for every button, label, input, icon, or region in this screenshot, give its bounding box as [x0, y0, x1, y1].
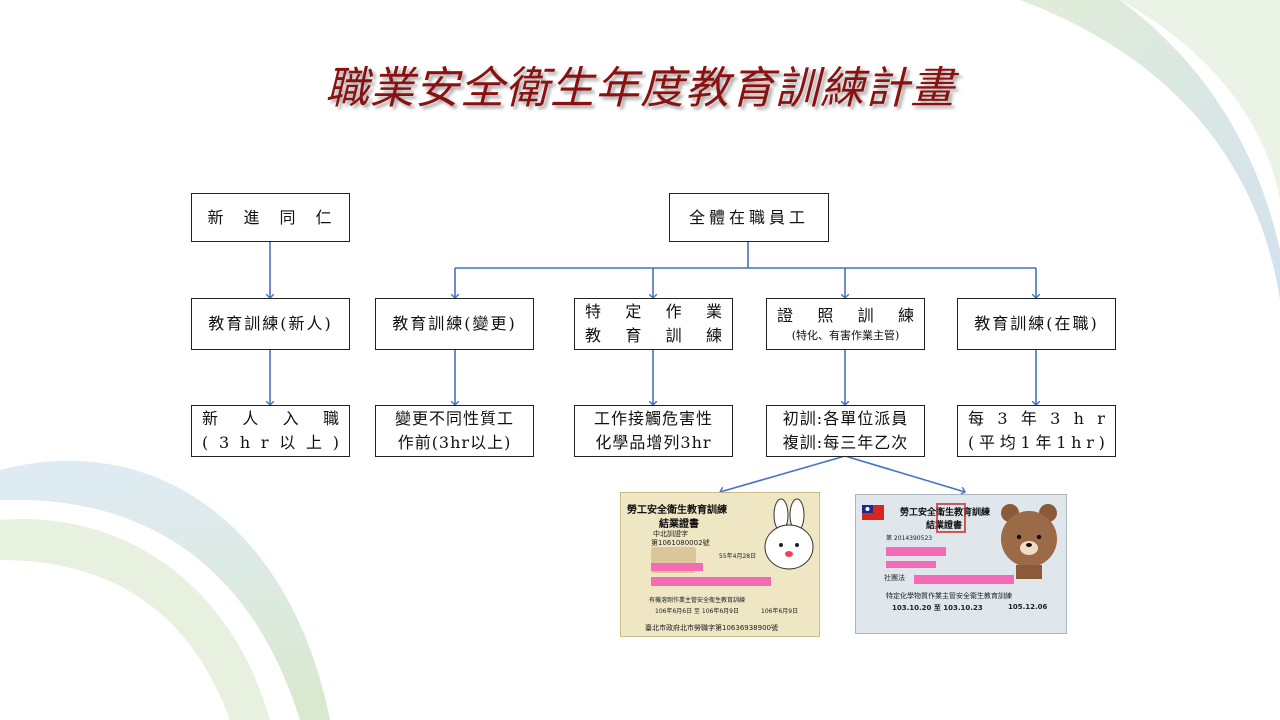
cert2-org: 社團法 [884, 574, 905, 582]
top-right-swoosh [1020, 0, 1280, 300]
box-train-onjob: 教育訓練(在職) [957, 298, 1116, 350]
license-line2: (特化、有害作業主管) [791, 329, 900, 342]
box-license-detail: 初訓:各單位派員 複訓:每三年乙次 [766, 405, 925, 457]
box-new-staff: 新 進 同 仁 [191, 193, 350, 242]
box-train-new: 教育訓練(新人) [191, 298, 350, 350]
cert1-approval: 臺北市政府北市勞職字第10636938900號 [645, 624, 778, 632]
license-detail-line1: 初訓:各單位派員 [782, 409, 909, 428]
arrow-license-detail-to-cert1 [720, 455, 846, 492]
box-new-staff-label: 新 進 同 仁 [207, 207, 334, 227]
cert2-number: 第 2014390523 [886, 535, 933, 542]
cert1-period: 106年6月6日 至 106年6月9日 [655, 608, 739, 615]
bottom-left-swoosh [0, 460, 330, 720]
change-line1: 變更不同性質工 [394, 409, 514, 428]
box-all-staff-label: 全體在職員工 [688, 207, 809, 227]
cert1-date-small: 55年4月28日 [719, 553, 757, 560]
license-line1: 證 照 訓 練 [777, 306, 914, 325]
cert1-number: 第1061080002號 [651, 539, 710, 547]
cert2-redaction-3 [914, 575, 1014, 584]
cert1-header-line1: 勞工安全衛生教育訓練 [627, 505, 727, 516]
box-train-onjob-label: 教育訓練(在職) [974, 314, 1099, 333]
hazard-line1: 工作接觸危害性 [593, 409, 713, 428]
arrow-license-detail-to-cert2 [844, 455, 965, 492]
bunny-sticker-icon [764, 498, 814, 570]
top-right-swoosh-outer [1120, 0, 1280, 200]
box-hazard-detail: 工作接觸危害性 化學品增列3hr [574, 405, 733, 457]
change-line2: 作前(3hr以上) [397, 433, 512, 452]
cert2-course: 特定化學物質作業主管安全衛生教育訓練 [886, 592, 1012, 600]
cert1-redaction-1 [651, 563, 703, 571]
bottom-left-swoosh-inner [0, 519, 270, 720]
hazard-line2: 化學品增列3hr [595, 433, 712, 452]
taiwan-flag-icon [862, 505, 884, 520]
license-detail-line2: 複訓:每三年乙次 [782, 433, 909, 452]
new-hire-line2: ( 3 h r 以 上 ) [202, 433, 339, 452]
onjob-line1: 每 3 年 3 h r [968, 409, 1105, 428]
cert1-header-line2: 結業證書 [659, 519, 699, 530]
certificate-1: 勞工安全衛生教育訓練 結業證書 中北訓證字 第1061080002號 55年4月… [620, 492, 820, 637]
cert2-period: 103.10.20 至 103.10.23 [892, 604, 983, 612]
page-title: 職業安全衛生年度教育訓練計畫 [325, 63, 955, 114]
new-hire-line1: 新 人 入 職 [202, 409, 339, 428]
box-license: 證 照 訓 練 (特化、有害作業主管) [766, 298, 925, 350]
cert1-date-right: 106年6月9日 [761, 608, 799, 615]
box-change-detail: 變更不同性質工 作前(3hr以上) [375, 405, 534, 457]
cert2-red-stamp [936, 503, 966, 533]
box-train-change: 教育訓練(變更) [375, 298, 534, 350]
cert1-course: 有機溶劑作業主管安全衛生教育訓練 [649, 597, 746, 604]
bear-sticker-icon [1001, 504, 1057, 579]
cert2-redaction-1 [886, 547, 946, 556]
special-work-line1: 特 定 作 業 [585, 302, 722, 321]
cert2-redaction-2 [886, 561, 936, 568]
cert2-header-line1: 勞工安全衛生教育訓練 [900, 508, 991, 518]
cert1-redaction-2 [651, 577, 771, 586]
certificate-2: 勞工安全衛生教育訓練 結業證書 第 2014390523 社團法 特定化學物質作… [855, 494, 1067, 634]
cert1-issuer: 中北訓證字 [653, 530, 688, 538]
cert2-date-right: 105.12.06 [1008, 603, 1048, 611]
box-train-new-label: 教育訓練(新人) [208, 314, 333, 333]
special-work-line2: 教 育 訓 練 [585, 326, 722, 345]
onjob-line2: ( 平 均 1 年 1 h r ) [968, 433, 1105, 452]
box-all-staff: 全體在職員工 [669, 193, 829, 242]
box-new-hire-detail: 新 人 入 職 ( 3 h r 以 上 ) [191, 405, 350, 457]
box-train-change-label: 教育訓練(變更) [392, 314, 517, 333]
cert2-header-line2: 結業證書 [926, 521, 963, 531]
box-onjob-detail: 每 3 年 3 h r ( 平 均 1 年 1 h r ) [957, 405, 1116, 457]
box-special-work: 特 定 作 業 教 育 訓 練 [574, 298, 733, 350]
